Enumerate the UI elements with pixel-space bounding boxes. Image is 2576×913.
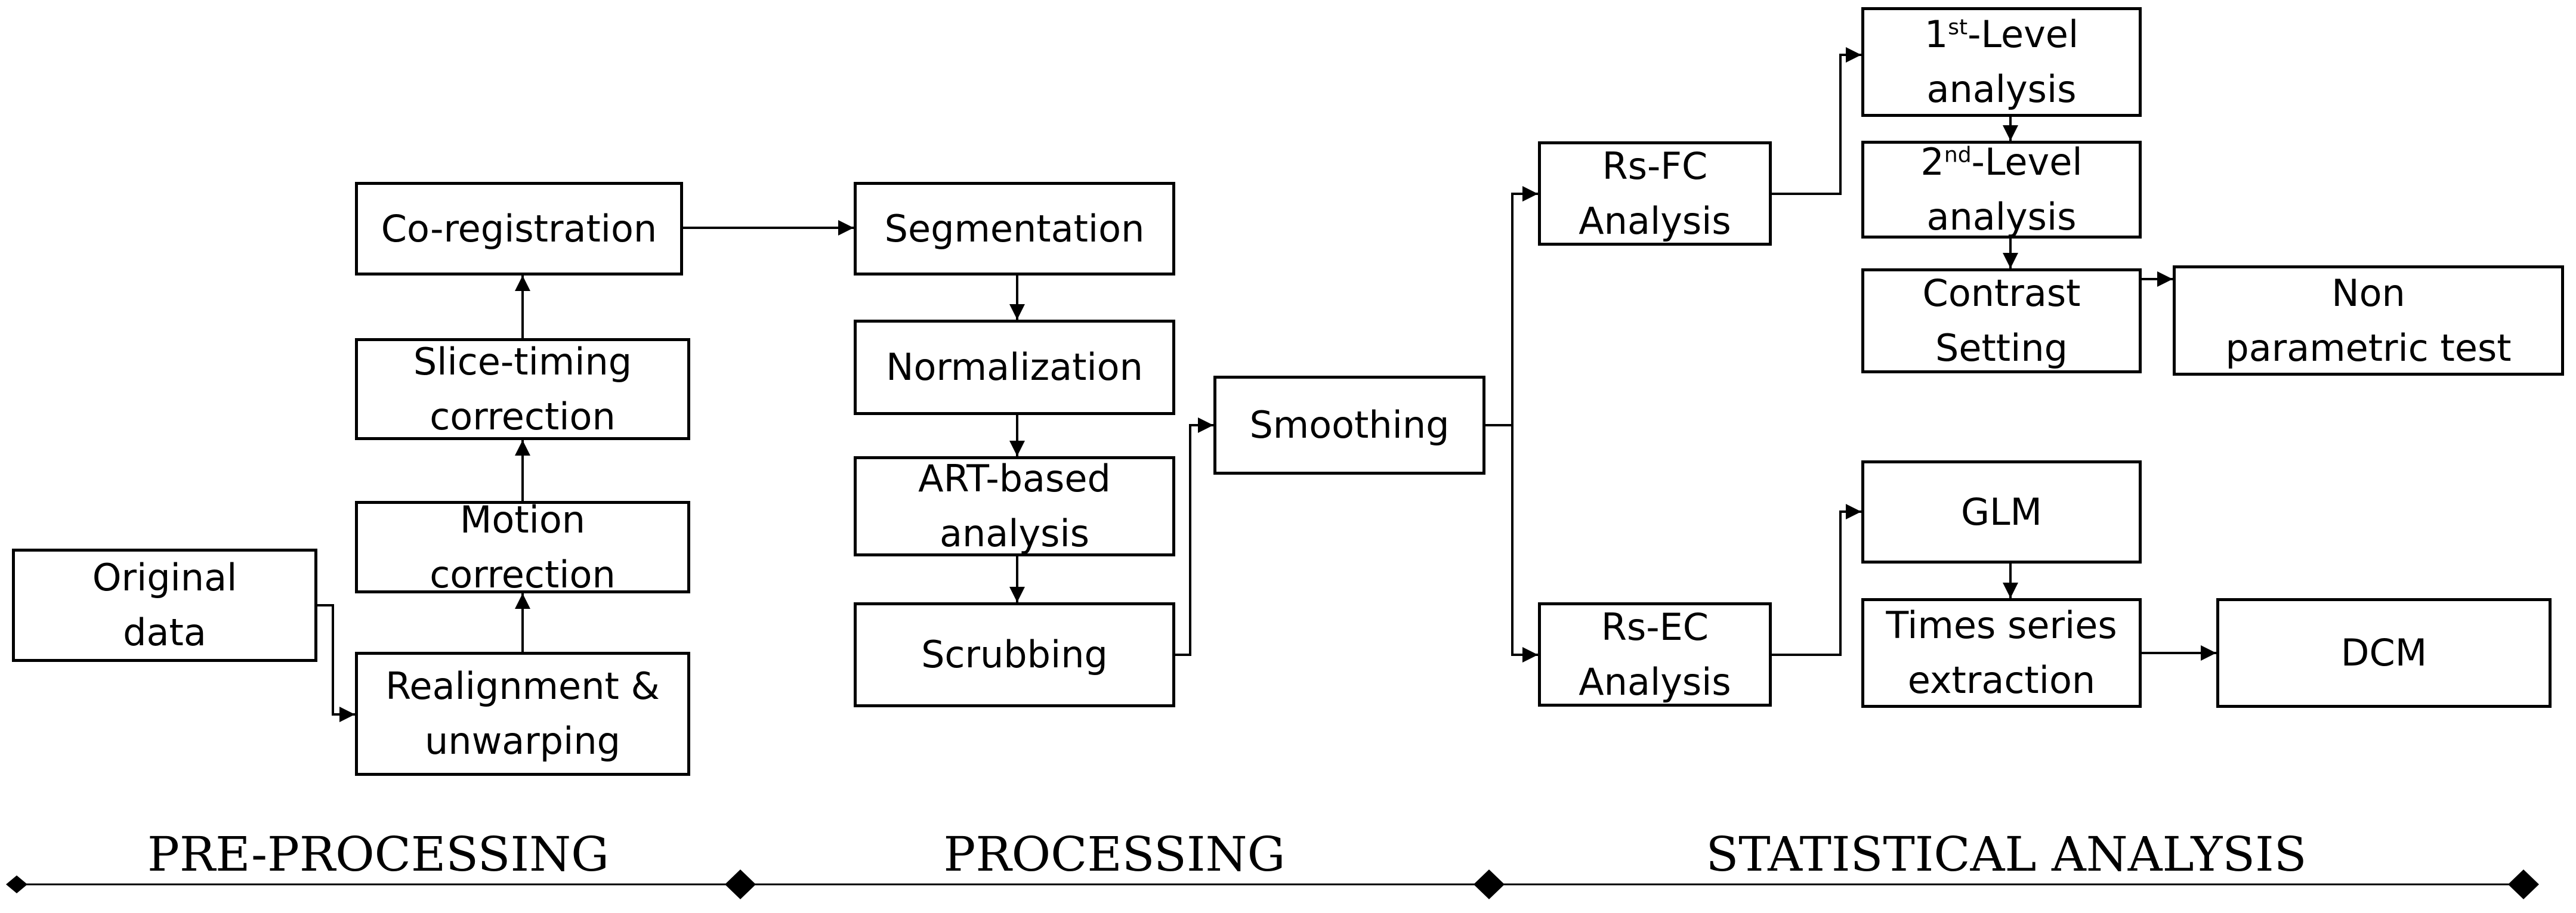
node-co-registration-label: Co-registration (381, 206, 657, 250)
node-second-level-analysis-label: 2nd-Level analysis (1920, 140, 2083, 239)
node-contrast-setting[interactable]: Contrast Setting (1861, 268, 2142, 373)
edge-rsfc-to-level1 (1772, 47, 1861, 195)
node-segmentation-label: Segmentation (884, 206, 1145, 250)
node-art-based-analysis-label: ART-based analysis (918, 457, 1111, 555)
node-scrubbing-label: Scrubbing (921, 633, 1108, 676)
node-original-data[interactable]: Original data (12, 549, 317, 662)
edge-original-to-realign (317, 604, 355, 722)
phase-label-statistical-analysis: STATISTICAL ANALYSIS (1706, 827, 2307, 882)
node-non-parametric-test-label: Non parametric test (2225, 271, 2512, 370)
phase-label-pre-processing: PRE-PROCESSING (147, 827, 609, 882)
node-second-level-analysis[interactable]: 2nd-Level analysis (1861, 140, 2142, 239)
node-non-parametric-test[interactable]: Non parametric test (2173, 265, 2564, 376)
node-first-level-analysis[interactable]: 1st-Level analysis (1861, 7, 2142, 117)
node-rs-ec-analysis-label: Rs-EC Analysis (1579, 605, 1731, 704)
node-motion-correction-label: Motion correction (430, 497, 616, 596)
node-slice-timing-correction[interactable]: Slice-timing correction (355, 338, 690, 440)
timeline-diamond-2 (1474, 869, 1505, 899)
node-co-registration[interactable]: Co-registration (355, 182, 683, 276)
node-normalization[interactable]: Normalization (854, 320, 1175, 415)
node-normalization-label: Normalization (886, 345, 1143, 389)
node-dcm-label: DCM (2340, 631, 2427, 674)
node-realignment-unwarping-label: Realignment & unwarping (385, 664, 660, 763)
node-realignment-unwarping[interactable]: Realignment & unwarping (355, 652, 690, 776)
node-smoothing[interactable]: Smoothing (1213, 376, 1485, 475)
edge-rsec-to-glm (1772, 504, 1861, 656)
phase-label-processing: PROCESSING (943, 827, 1286, 882)
node-smoothing-label: Smoothing (1249, 403, 1450, 447)
node-scrubbing[interactable]: Scrubbing (854, 602, 1175, 707)
timeline-diamond-start (6, 875, 27, 893)
node-art-based-analysis[interactable]: ART-based analysis (854, 456, 1175, 556)
node-rs-fc-analysis-label: Rs-FC Analysis (1579, 144, 1731, 243)
node-original-data-label: Original data (92, 556, 237, 654)
timeline-diamond-1 (725, 869, 756, 899)
edge-branch-to-rsec (1511, 425, 1538, 663)
node-times-series-extraction[interactable]: Times series extraction (1861, 598, 2142, 708)
node-glm-label: GLM (1960, 490, 2043, 534)
edge-branch-to-rsfc (1511, 186, 1538, 425)
node-rs-fc-analysis[interactable]: Rs-FC Analysis (1538, 141, 1772, 246)
node-motion-correction[interactable]: Motion correction (355, 498, 690, 596)
node-rs-ec-analysis[interactable]: Rs-EC Analysis (1538, 602, 1772, 707)
node-glm[interactable]: GLM (1861, 460, 2142, 564)
node-first-level-analysis-label: 1st-Level analysis (1924, 13, 2079, 111)
node-dcm[interactable]: DCM (2216, 598, 2552, 708)
node-segmentation[interactable]: Segmentation (854, 182, 1175, 276)
node-times-series-extraction-label: Times series extraction (1886, 603, 2117, 702)
node-contrast-setting-label: Contrast Setting (1922, 271, 2081, 370)
timeline-diamond-end (2508, 869, 2539, 899)
edge-scrub-to-smooth (1174, 417, 1213, 656)
node-slice-timing-correction-label: Slice-timing correction (413, 339, 632, 438)
